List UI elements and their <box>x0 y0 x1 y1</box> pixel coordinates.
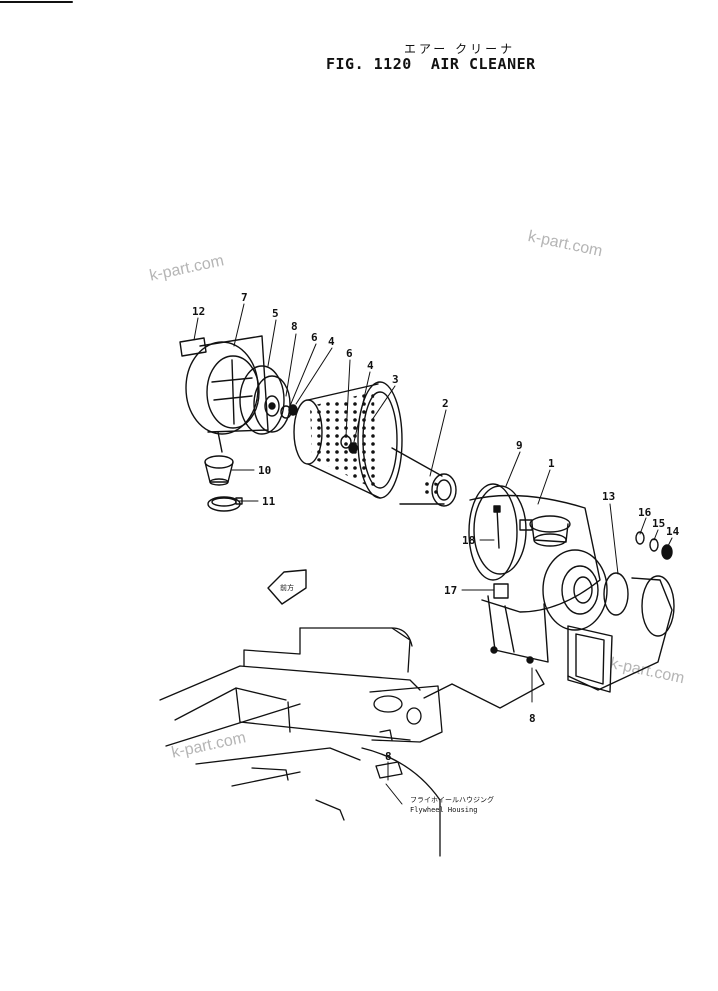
callout-6: 6 <box>311 331 318 344</box>
callout-8-lower: 8 <box>529 712 536 725</box>
direction-arrow-tag <box>267 569 307 605</box>
callout-14: 14 <box>666 525 680 538</box>
gasket-part-13 <box>603 572 629 616</box>
callout-4b: 4 <box>367 359 374 372</box>
evacuator-valve-part-10 <box>204 455 234 486</box>
callout-4: 4 <box>328 335 335 348</box>
washer-nut-parts-6-4 <box>280 404 298 419</box>
callout-11: 11 <box>262 495 276 508</box>
clamp-part-11 <box>207 496 243 512</box>
callout-2: 2 <box>442 397 449 410</box>
callout-16: 16 <box>638 506 652 519</box>
inner-element-part-2 <box>391 447 457 507</box>
callout-15: 15 <box>652 517 665 530</box>
bolt-part-18 <box>493 505 501 549</box>
callout-18: 18 <box>462 534 475 547</box>
flywheel-label-en: Flywheel Housing <box>410 806 477 814</box>
leader-lines <box>193 303 673 805</box>
callout-3: 3 <box>392 373 399 386</box>
figure-name: AIR CLEANER <box>430 55 536 73</box>
callout-13: 13 <box>602 490 615 503</box>
callout-12: 12 <box>192 305 205 318</box>
title-japanese: エアー クリーナ <box>404 42 516 56</box>
gasket-ring-part-5 <box>239 365 285 435</box>
figure-number: FIG. 1120 <box>326 55 412 73</box>
label-plate-part-12 <box>179 337 207 357</box>
hardware-parts-16-15-14 <box>635 531 673 560</box>
callout-6b: 6 <box>346 347 353 360</box>
direction-tag-text: 前方 <box>280 583 294 592</box>
flywheel-label-jp: フライホイールハウジング <box>410 795 494 804</box>
callout-9: 9 <box>516 439 523 452</box>
engine-outline <box>159 627 545 857</box>
housing-part-1 <box>468 483 608 631</box>
intake-elbow <box>567 575 675 693</box>
bracket-part-17 <box>487 583 549 664</box>
band-part-9 <box>473 485 527 575</box>
callout-7: 7 <box>241 291 248 304</box>
callout-5: 5 <box>272 307 279 320</box>
callout-labels: 12 7 5 8 6 4 6 4 3 2 9 1 13 16 15 14 18 … <box>192 291 680 814</box>
end-disc-part-8 <box>253 375 291 433</box>
callout-17: 17 <box>444 584 457 597</box>
figure-title: FIG. 1120 AIR CLEANER <box>326 55 536 73</box>
callout-10: 10 <box>258 464 271 477</box>
callout-8-housing: 8 <box>385 750 392 763</box>
callout-8: 8 <box>291 320 298 333</box>
callout-1: 1 <box>548 457 555 470</box>
